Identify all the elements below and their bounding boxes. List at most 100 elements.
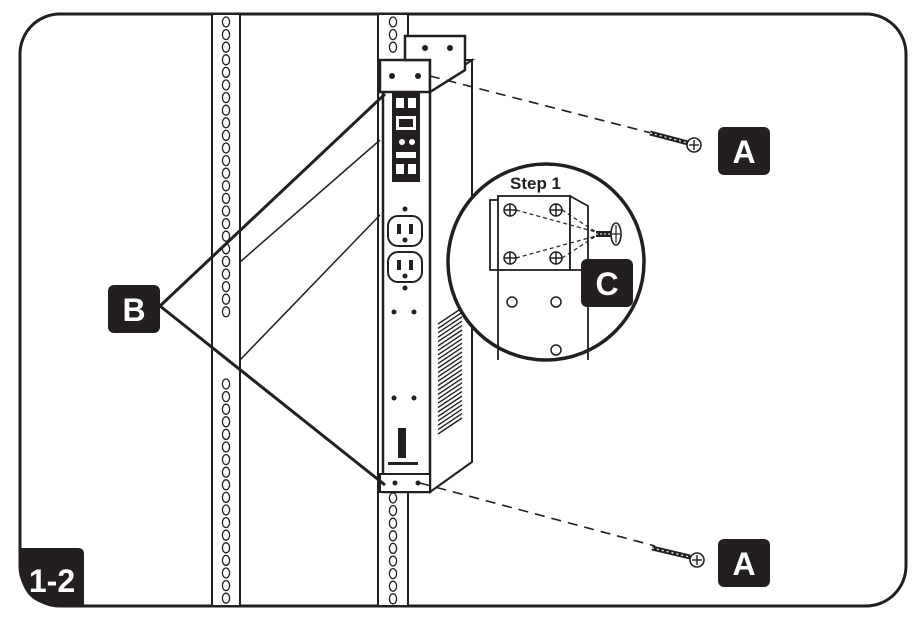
rail-hole — [221, 516, 231, 529]
rail-hole — [388, 593, 398, 605]
screw-guide-lines — [419, 75, 656, 547]
vent-slot — [437, 329, 463, 347]
vent-slot — [437, 404, 463, 422]
vent-slot — [437, 307, 463, 325]
rail-hole — [221, 205, 231, 217]
vent-slot — [437, 386, 463, 404]
rail-hole — [221, 466, 231, 478]
pdu-front-screws — [391, 309, 417, 401]
power-outlet-icon — [387, 206, 423, 247]
rail-hole — [221, 192, 231, 205]
vent-slot — [437, 355, 463, 373]
step-1-inset: Step 1 — [446, 162, 646, 362]
rail-hole — [221, 479, 231, 491]
pdu-control-panel — [392, 92, 420, 182]
rail-hole — [221, 16, 231, 28]
rail-hole — [221, 41, 231, 53]
rail-hole — [388, 41, 398, 53]
rail-hole — [221, 28, 231, 41]
rail-hole — [221, 230, 231, 242]
rail-hole — [221, 142, 231, 154]
screw-icon — [596, 222, 622, 246]
callout-b-label: B — [122, 292, 145, 328]
rail-hole — [221, 280, 231, 293]
figure-number-badge: 1-2 — [20, 548, 84, 606]
rail-hole — [221, 403, 231, 415]
rail-hole — [388, 555, 398, 567]
rail-hole — [221, 154, 231, 167]
rail-hole — [221, 104, 231, 116]
rail-hole — [221, 504, 231, 516]
rail-hole — [221, 66, 231, 79]
rail-hole — [221, 592, 231, 604]
vent-slot — [437, 347, 463, 365]
rail-hole — [221, 529, 231, 541]
vent-slot — [437, 373, 463, 391]
screw-icon — [651, 545, 705, 568]
rail-hole — [221, 567, 231, 579]
vent-slot — [437, 360, 463, 378]
bottom-mounting-bracket — [379, 473, 431, 493]
vent-slot — [437, 413, 463, 431]
vent-slot — [437, 382, 463, 400]
rail-hole — [221, 453, 231, 466]
vent-slot — [437, 316, 463, 334]
rail-hole — [221, 54, 231, 66]
vent-slot — [437, 391, 463, 409]
vent-slot — [437, 369, 463, 387]
rail-hole — [221, 542, 231, 554]
top-mounting-bracket — [378, 34, 467, 95]
callout-a-bottom-label: A — [732, 546, 755, 582]
rail-hole — [221, 129, 231, 142]
rail-hole — [221, 306, 231, 318]
rail-hole — [221, 268, 231, 280]
rail-hole — [221, 180, 231, 192]
rail-hole — [221, 79, 231, 91]
callout-a-top: A — [718, 127, 770, 175]
rail-hole — [221, 390, 231, 403]
callout-c: C — [581, 259, 633, 307]
vent-slot — [437, 338, 463, 356]
rail-hole — [388, 504, 398, 517]
rail-hole — [221, 217, 231, 230]
pdu-bottom-label — [388, 428, 418, 465]
vent-slot — [437, 399, 463, 417]
vent-slot — [437, 364, 463, 382]
screw-icon — [649, 130, 702, 153]
vent-slot — [437, 351, 463, 369]
callout-b-leaders — [158, 92, 387, 487]
inset-bracket-screws — [503, 203, 563, 265]
inset-title: Step 1 — [510, 174, 561, 193]
power-outlet-icon — [387, 251, 423, 291]
rail-hole — [388, 16, 398, 28]
rail-hole — [221, 378, 231, 390]
rail-hole — [221, 255, 231, 268]
vent-slot — [437, 320, 463, 338]
rail-hole — [388, 517, 398, 529]
vent-slot — [437, 395, 463, 413]
right-rail-holes — [388, 16, 398, 605]
rail-hole — [388, 542, 398, 555]
rail-hole — [221, 91, 231, 104]
rail-hole — [221, 579, 231, 592]
figure-number: 1-2 — [29, 563, 75, 599]
vent-slot — [437, 377, 463, 395]
callout-c-label: C — [595, 266, 618, 302]
vent-slot — [437, 417, 463, 435]
callout-a-bottom: A — [718, 539, 770, 587]
rail-hole — [221, 167, 231, 179]
rail-hole — [221, 293, 231, 305]
vent-grille-icon — [437, 307, 463, 435]
vent-slot — [437, 342, 463, 360]
rail-hole — [388, 567, 398, 580]
rail-hole — [388, 580, 398, 592]
vent-slot — [437, 311, 463, 329]
vent-slot — [437, 333, 463, 351]
rail-hole — [221, 117, 231, 129]
vent-slot — [437, 408, 463, 426]
rail-hole — [388, 492, 398, 504]
rail-hole — [221, 416, 231, 428]
left-rail-holes — [221, 16, 231, 604]
callout-a-top-label: A — [732, 134, 755, 170]
